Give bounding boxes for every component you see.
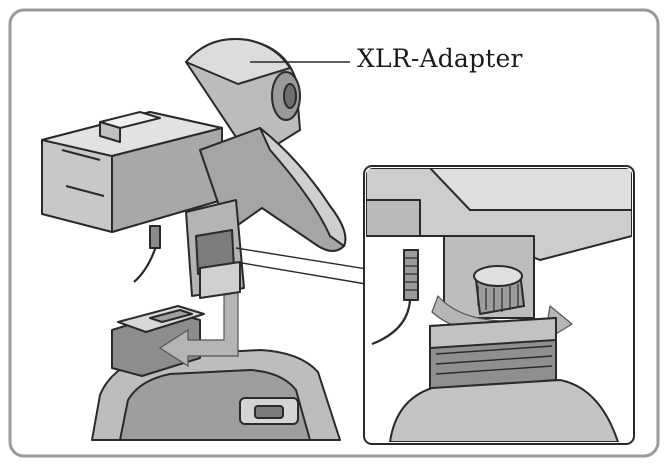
insert-arrow-icon [158,289,239,368]
xlr-adapter-icon [41,38,347,299]
detail-inset [363,165,635,445]
lock-knob-icon [473,265,525,315]
zoom-leader-line [235,261,367,285]
xlr-adapter-label: XLR-Adapter [357,44,523,73]
